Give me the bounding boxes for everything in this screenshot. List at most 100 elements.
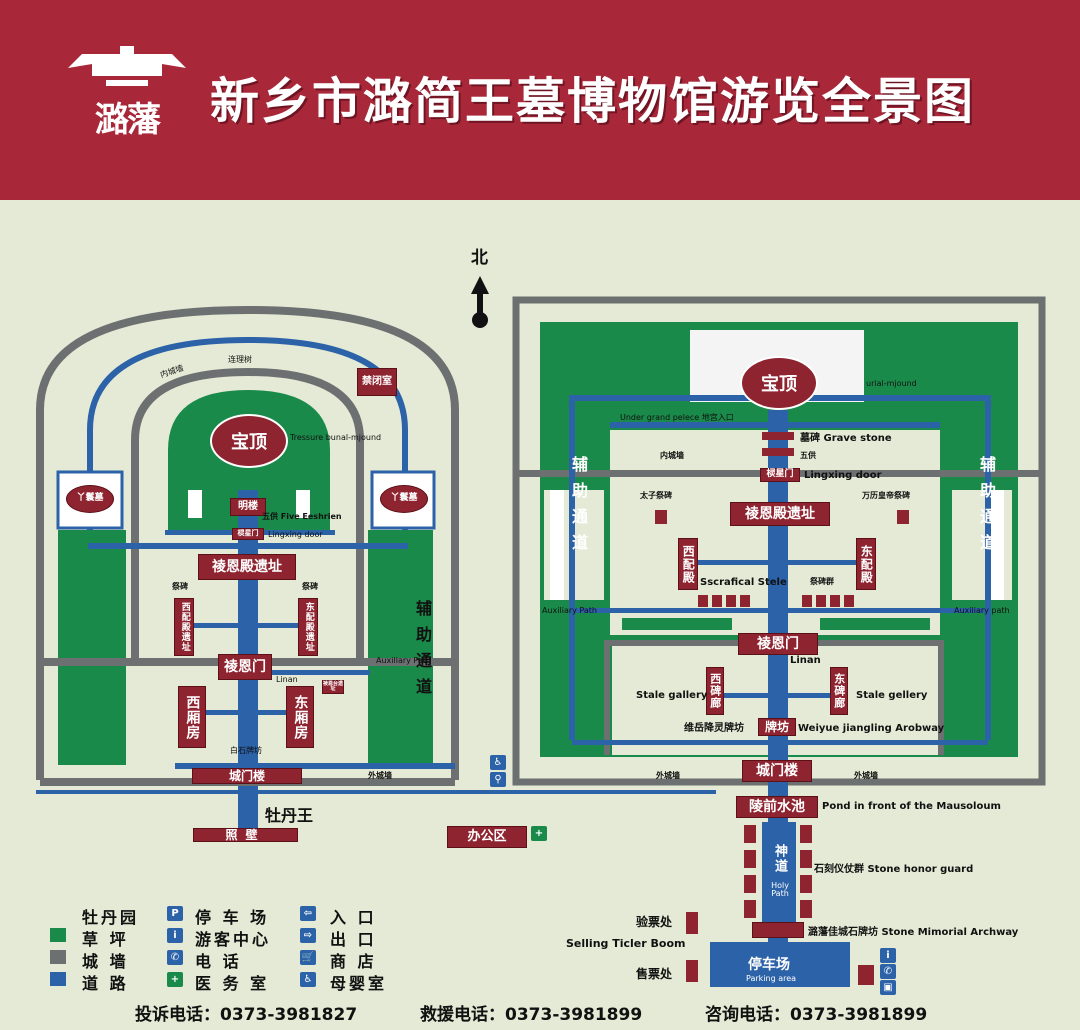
west-chengmen-box: 城门楼 — [192, 768, 302, 784]
page-title: 新乡市潞简王墓博物馆游览全景图 — [210, 72, 976, 130]
east-lingxing-en: Lingxing door — [804, 470, 882, 481]
legend-baby-room: 母婴室 — [330, 974, 388, 993]
zhaobi-box: 照壁 — [193, 828, 298, 842]
legend-shop: 商 店 — [330, 952, 377, 971]
east-outer-wall-left: 外城墙 — [656, 771, 680, 780]
parking-en-label: Parking area — [746, 974, 797, 983]
east-wugong-label: 五供 — [800, 451, 816, 460]
east-aux-right: 辅助通道 — [977, 456, 996, 560]
east-xiang-box: 东厢房 — [286, 686, 314, 748]
west-xiang-box: 西厢房 — [178, 686, 206, 748]
west-lingen-gate-box: 祾恩门 — [218, 654, 272, 680]
sacrifical-label: Sscrafical Stele — [700, 577, 787, 588]
east-outer-wall-right: 外城墙 — [854, 771, 878, 780]
parking-icon: P — [167, 906, 183, 921]
west-lingxing-en: Lingxing door — [268, 530, 323, 539]
west-wugong-label: 五供 Five Eeshrien — [262, 512, 342, 521]
stale-gallery-right: Stale gellery — [856, 690, 928, 701]
east-lingxing-box: 棂星门 — [760, 468, 800, 482]
holy-path-label: Holy Path — [771, 881, 789, 898]
east-aux-left: 辅助通道 — [569, 456, 588, 560]
telephone-icon: ✆ — [167, 950, 183, 965]
west-left-lawn — [58, 530, 126, 765]
east-baoding: 宝顶 — [740, 356, 818, 410]
header-banner: 潞藩 新乡市潞简王墓博物馆游览全景图 — [0, 0, 1080, 200]
east-aux-en-right: Auxiliary path — [954, 606, 1010, 615]
info-icon: i — [880, 948, 896, 963]
shoupiao-label: 售票处 — [636, 967, 673, 981]
west-aux-path-en: Auxillary Path — [376, 656, 431, 665]
taizi-bei-label: 太子祭碑 — [640, 491, 672, 500]
legend-road: 道 路 — [82, 974, 129, 993]
weiyue-cn-label: 维岳降灵牌坊 — [684, 723, 744, 734]
west-jibei-right: 祭碑 — [302, 582, 318, 591]
east-pei-box: 东配殿遗址 — [298, 598, 318, 656]
west-linan-label: Linan — [276, 675, 298, 684]
west-jibei-left: 祭碑 — [172, 582, 188, 591]
north-label: 北 — [471, 248, 488, 268]
west-pei-box: 西配殿遗址 — [174, 598, 194, 656]
minglou-box: 明楼 — [230, 498, 266, 516]
rescue-phone: 救援电话：0373-3981899 — [420, 1005, 643, 1025]
west-lingen-hall-box: 祾恩殿遗址 — [198, 554, 296, 580]
first-aid-icon: + — [531, 826, 547, 841]
legend-exit: 出 口 — [330, 930, 377, 949]
west-baoding: 宝顶 — [210, 414, 288, 468]
legend-phone: 电 话 — [195, 952, 242, 971]
office-box: 办公区 — [447, 826, 527, 848]
west-small-sign: 祾恩台遗址 — [322, 680, 344, 694]
baby-room-icon: ♿ — [300, 972, 316, 987]
wanli-bei-label: 万历皇帝祭碑 — [862, 491, 910, 500]
north-arrow-icon — [471, 276, 489, 294]
west-bei-lang-box: 西碑廊 — [706, 667, 724, 715]
archway-box — [752, 922, 804, 938]
legend-medical: 医 务 室 — [195, 974, 270, 993]
east-linan-label: Linan — [790, 655, 821, 666]
pond-box: 陵前水池 — [736, 796, 818, 818]
baishi-fang-label: 白石牌坊 — [230, 746, 262, 755]
inquiry-phone: 咨询电话：0373-3981899 — [705, 1005, 928, 1025]
parking-label: 停车场 — [748, 957, 790, 973]
logo-text: 潞藩 — [95, 100, 161, 140]
map-area: 北 宝顶 Tressure bunal-mjound 内城墙 连理树 禁闭室 丫… — [0, 200, 1080, 1030]
mudan-wang-label: 牡丹王 — [265, 806, 314, 825]
west-outer-wall — [36, 305, 459, 780]
legend-lawn: 草 坪 — [82, 930, 129, 949]
shendao-label: 神道 — [772, 844, 787, 874]
under-palace-label: Under grand pelece 地宫入口 — [620, 413, 734, 422]
east-east-pei-box: 东配殿 — [856, 538, 876, 590]
west-lingxing-box: 棂星门 — [232, 528, 264, 540]
paifang-box: 牌坊 — [758, 718, 796, 736]
east-lingen-gate-box: 祾恩门 — [738, 633, 818, 655]
yanpiao-label: 验票处 — [636, 915, 673, 929]
shop-cart-icon: 🛒 — [300, 950, 316, 965]
visitor-center-icon: i — [167, 928, 183, 943]
east-central-road — [768, 410, 788, 955]
archway-label: 潞藩佳城石牌坊 Stone Mimorial Archway — [808, 927, 1019, 938]
complaint-phone: 投诉电话：0373-3981827 — [135, 1005, 358, 1025]
logo-pavilion-icon — [68, 46, 186, 86]
legend-parking: 停 车 场 — [195, 908, 270, 927]
legend-visitor-center: 游客中心 — [195, 930, 272, 949]
lianli-tree-label: 连理树 — [228, 355, 252, 364]
west-left-tomb: 丫鬟墓 — [66, 485, 114, 513]
west-right-tomb: 丫鬟墓 — [380, 485, 428, 513]
toilet-icon-2: ⚲ — [490, 772, 506, 787]
west-inner-wall — [131, 367, 364, 660]
west-aux-path-label: 辅助通道 — [413, 600, 432, 704]
mubei-label: 墓碑 Grave stone — [800, 433, 892, 444]
west-right-lawn — [368, 530, 433, 765]
east-chengmen-box: 城门楼 — [742, 760, 812, 782]
selling-label: Selling Ticler Boom — [566, 937, 686, 950]
east-inner-wall-label: 内城墙 — [660, 451, 684, 460]
jibei-qun-label: 祭碑群 — [810, 577, 834, 586]
east-bei-lang-box: 东碑廊 — [830, 667, 848, 715]
legend-entrance: 入 口 — [330, 908, 377, 927]
east-lingen-hall-box: 祾恩殿遗址 — [730, 502, 830, 526]
east-burial-label: urial-mjound — [866, 379, 917, 388]
legend-lawn-swatch — [50, 928, 66, 942]
legend-road-swatch — [50, 972, 66, 986]
west-treasure-label: Tressure bunal-mjound — [290, 433, 382, 442]
exit-icon: ⇨ — [300, 928, 316, 943]
pond-en-label: Pond in front of the Mausoloum — [822, 801, 1001, 812]
